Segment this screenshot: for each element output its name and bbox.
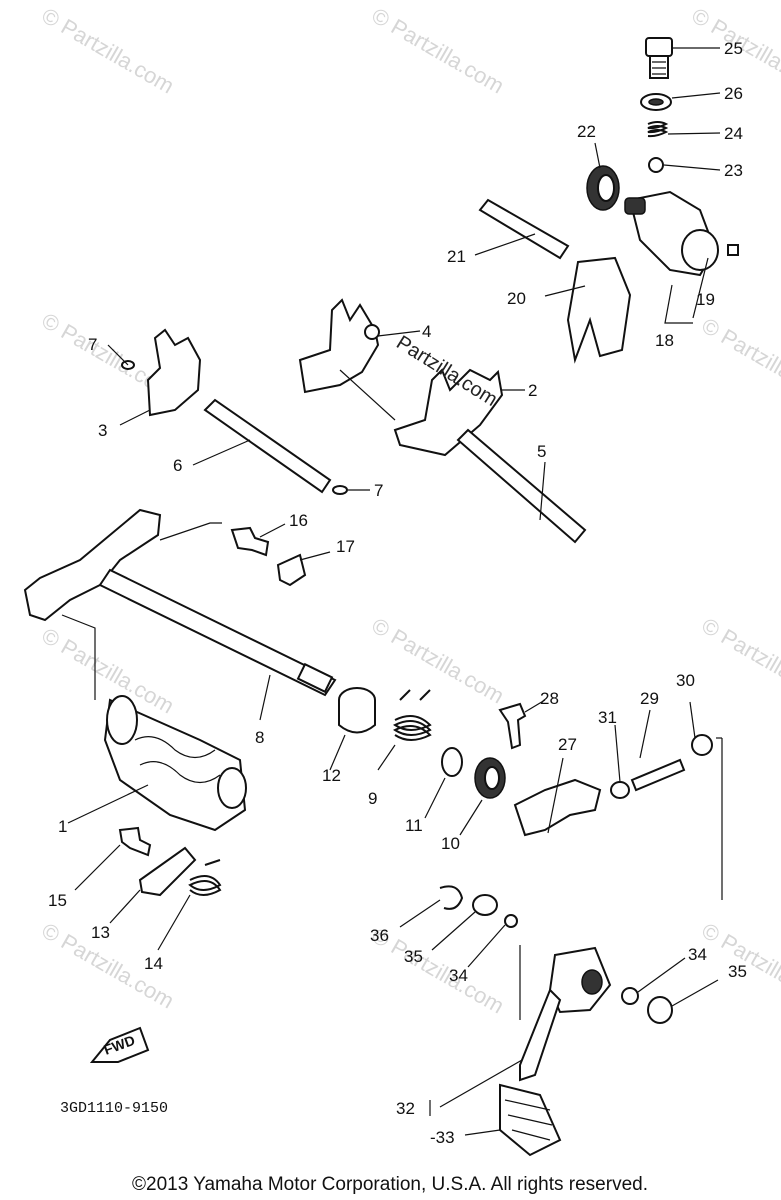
callout-label: 28 [540, 689, 559, 708]
callout-label: 5 [537, 442, 546, 461]
callout-label: 7 [88, 335, 97, 354]
shift-fork-4-ring [364, 324, 380, 340]
shift-fork-20 [566, 256, 632, 364]
shift-arm-27 [513, 778, 602, 837]
guide-bar-6 [203, 398, 332, 494]
callout-labels: 25 26 24 23 22 21 20 19 18 4 2 7 3 6 7 5… [48, 39, 747, 1147]
bolt-16 [230, 526, 270, 557]
shift-shaft-8 [98, 568, 337, 697]
circlip-36 [439, 885, 464, 910]
callout-label: 11 [405, 816, 423, 835]
watermark: © Partzilla.com [368, 3, 509, 99]
callout-label: 15 [48, 891, 67, 910]
nut-31 [610, 781, 630, 799]
shift-rod-29 [630, 758, 686, 792]
spring-14 [188, 859, 222, 896]
guide-bar-21 [478, 198, 570, 260]
washer-35-left [472, 894, 498, 916]
callout-label: 23 [724, 161, 743, 180]
oil-seal-10 [474, 757, 506, 799]
bearing-22 [586, 165, 620, 211]
o-ring-34-right [621, 987, 639, 1005]
watermark: © Partzilla.com [38, 3, 179, 99]
shift-lever-plate [23, 508, 162, 622]
callout-label: 35 [728, 962, 747, 981]
bolt-15 [118, 826, 152, 857]
callout-label: 19 [696, 290, 715, 309]
callout-label: 24 [724, 124, 743, 143]
leader-lines [61, 47, 723, 1136]
washer-35-right [647, 996, 673, 1024]
watermark: © Partzilla.com [368, 613, 509, 709]
shift-drum-1 [103, 695, 247, 832]
collar-12 [338, 687, 376, 734]
circlip-7-bottom [332, 485, 348, 495]
washer-26-hole [648, 98, 664, 106]
callout-label: 14 [144, 954, 163, 973]
callout-label: 9 [368, 789, 377, 808]
callout-label: 8 [255, 728, 264, 747]
guide-bar-5 [456, 428, 587, 544]
watermark: © Partzilla.com [698, 313, 781, 409]
shift-shaft-8-spline [296, 662, 334, 694]
shift-fork-2 [393, 368, 504, 457]
pin-19 [727, 244, 739, 256]
callout-label: 3 [98, 421, 107, 440]
callout-label: 4 [422, 322, 431, 341]
callout-label: 21 [447, 247, 466, 266]
watermark: © Partzilla.com [38, 623, 179, 719]
callout-label: 7 [374, 481, 383, 500]
stopper-lever-13 [138, 846, 197, 897]
diagram-code: 3GD1110-9150 [60, 1100, 168, 1117]
lock-washer-17 [276, 553, 307, 587]
callout-label: 2 [528, 381, 537, 400]
callout-label: 32 [396, 1099, 415, 1118]
shift-cam-segment-18 [624, 190, 719, 277]
spring-24 [647, 121, 669, 138]
fwd-arrow-icon: FWD [89, 1026, 150, 1063]
washer-11 [441, 747, 463, 777]
ball-23 [648, 157, 664, 173]
callout-label: 30 [676, 671, 695, 690]
bolt-28 [498, 702, 527, 750]
callout-label: 6 [173, 456, 182, 475]
callout-label: -33 [430, 1128, 455, 1147]
callout-label: 34 [449, 966, 468, 985]
callout-label: 35 [404, 947, 423, 966]
callout-label: 31 [598, 708, 617, 727]
shift-fork-3 [146, 328, 202, 417]
callout-label: 17 [336, 537, 355, 556]
callout-label: 12 [322, 766, 341, 785]
callout-label: 29 [640, 689, 659, 708]
callout-label: 27 [558, 735, 577, 754]
callout-label: 36 [370, 926, 389, 945]
o-ring-34-left [504, 914, 518, 928]
callout-label: 26 [724, 84, 743, 103]
detent-screw-25 [645, 37, 673, 79]
callout-label: 10 [441, 834, 460, 853]
callout-label: 18 [655, 331, 674, 350]
watermarks: © Partzilla.com © Partzilla.com © Partzi… [38, 3, 781, 1019]
callout-label: 22 [577, 122, 596, 141]
callout-label: 25 [724, 39, 743, 58]
spring-9 [393, 689, 432, 741]
callout-label: 13 [91, 923, 110, 942]
watermark: © Partzilla.com [698, 613, 781, 709]
callout-label: 1 [58, 817, 67, 836]
callout-label: 20 [507, 289, 526, 308]
shift-fork-4 [298, 298, 380, 394]
shift-pedal-32 [499, 946, 612, 1157]
callout-label: 34 [688, 945, 707, 964]
callout-label: 16 [289, 511, 308, 530]
copyright-notice: ©2013 Yamaha Motor Corporation, U.S.A. A… [132, 1174, 648, 1195]
nut-30 [691, 734, 713, 756]
